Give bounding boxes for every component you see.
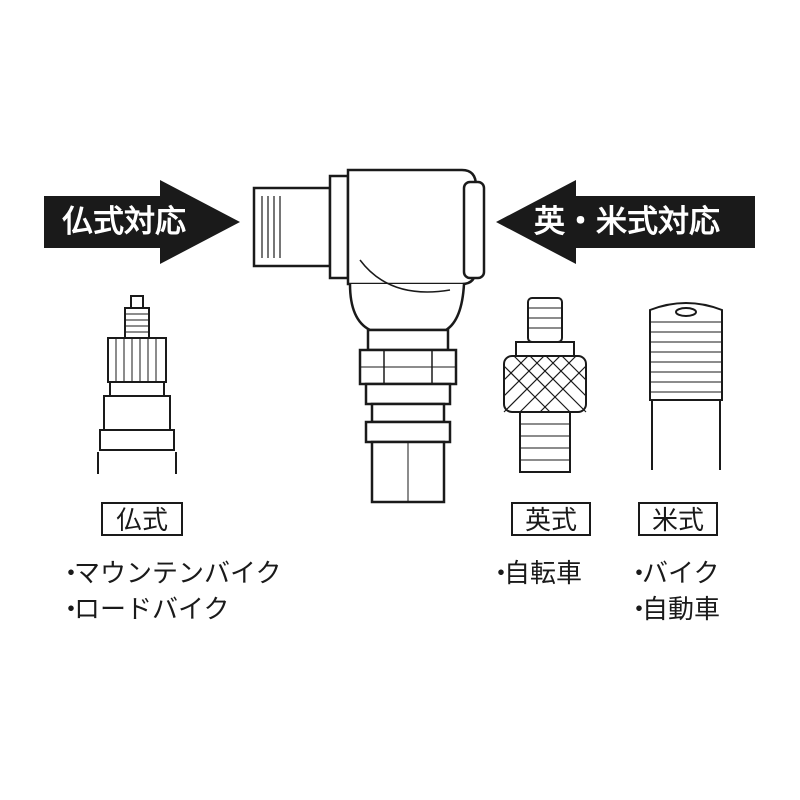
list-item: ・ロードバイク — [58, 594, 229, 626]
list-item-text: マウンテンバイク — [74, 559, 282, 589]
arrow-left-icon — [496, 180, 755, 264]
bullet: ・ — [58, 559, 85, 589]
list-item: ・自転車 — [488, 558, 582, 590]
bullet: ・ — [626, 595, 653, 625]
british-valve-icon — [503, 297, 587, 473]
french-valve-icon — [97, 295, 177, 474]
list-item-text: 自動車 — [642, 595, 721, 625]
list-item-text: ロードバイク — [74, 595, 230, 625]
list-item: ・マウンテンバイク — [58, 558, 281, 590]
list-item-text: 自転車 — [504, 559, 583, 589]
list-item: ・自動車 — [626, 594, 720, 626]
bullet: ・ — [488, 559, 515, 589]
arrow-right-icon — [44, 180, 240, 264]
valve-label-american: 米式 — [638, 502, 718, 536]
american-valve-icon — [649, 302, 723, 470]
valve-label-british: 英式 — [511, 502, 591, 536]
list-item: ・バイク — [626, 558, 719, 590]
pump-head-icon — [252, 168, 486, 504]
bullet: ・ — [626, 559, 653, 589]
arrow-label-french-compatible: 仏式対応 — [62, 204, 186, 240]
bullet: ・ — [58, 595, 85, 625]
arrow-label-british-american-compatible: 英・米式対応 — [534, 204, 720, 240]
valve-label-french: 仏式 — [101, 502, 183, 536]
list-item-text: バイク — [642, 559, 720, 589]
